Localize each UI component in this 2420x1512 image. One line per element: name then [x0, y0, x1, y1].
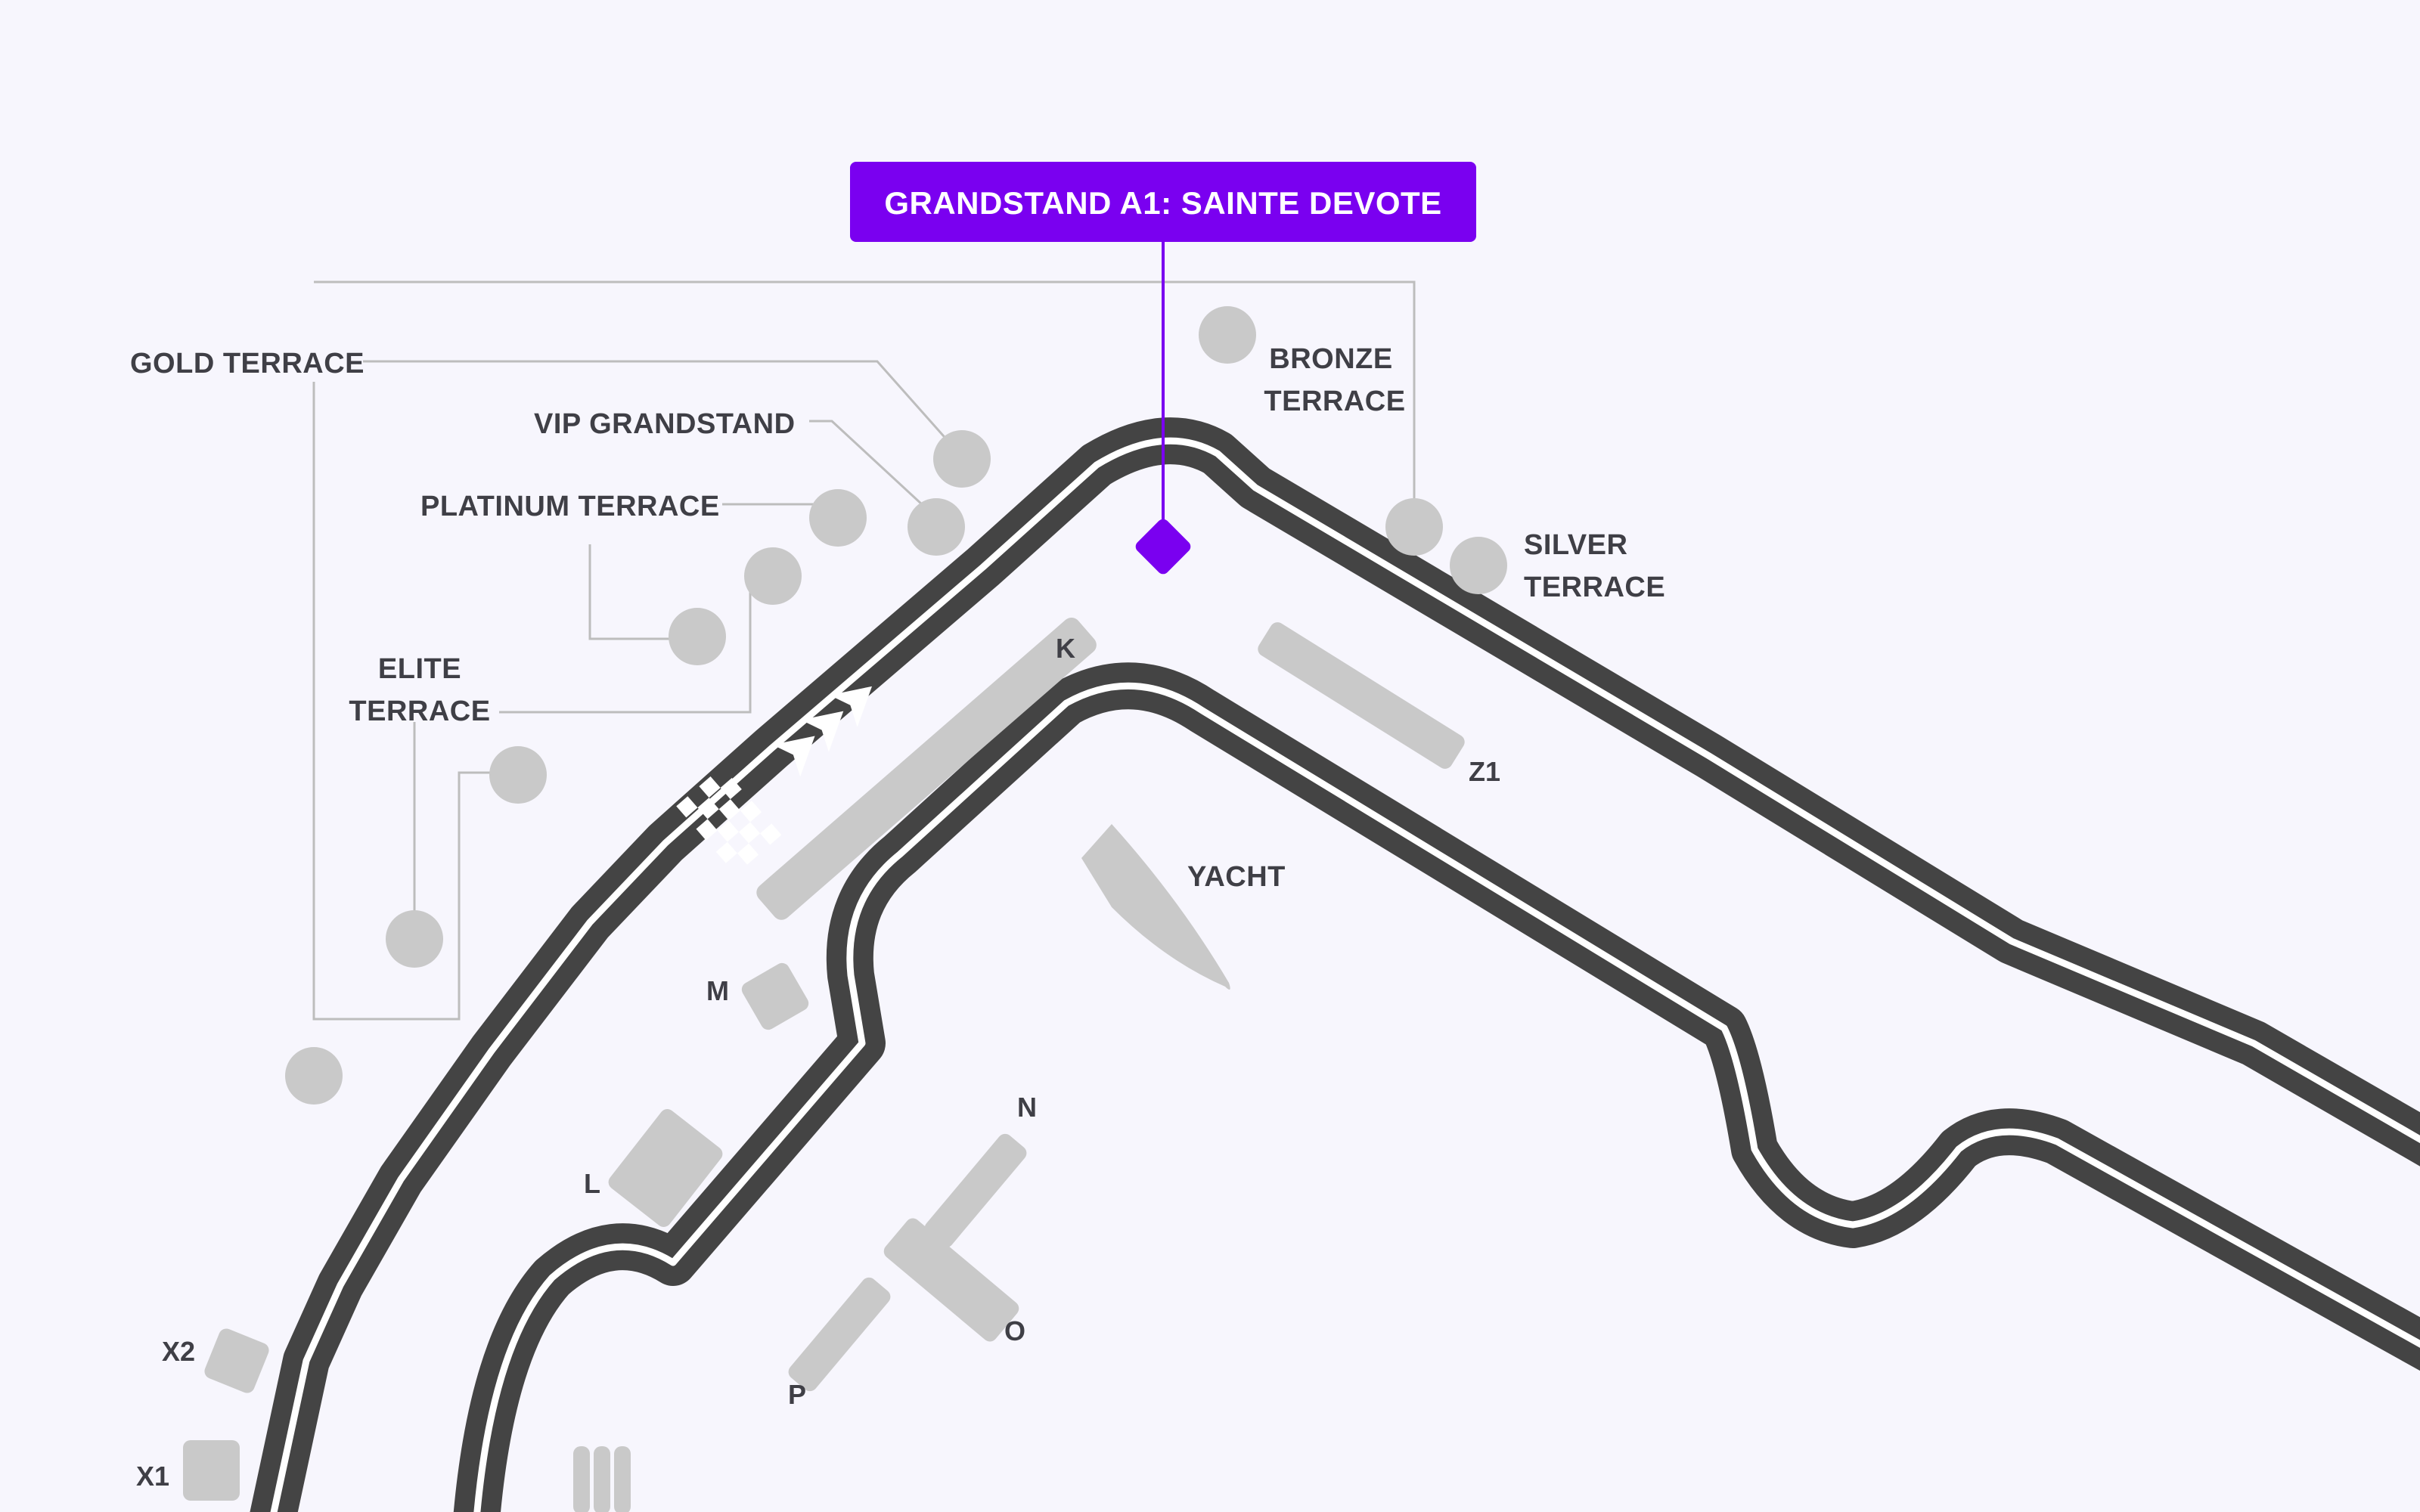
- selected-grandstand-marker[interactable]: [1133, 516, 1193, 576]
- platinum-terrace-marker-2[interactable]: [744, 547, 802, 605]
- seating-blocks: [183, 614, 1468, 1512]
- vip-grandstand-marker[interactable]: [908, 498, 965, 556]
- section-p-block[interactable]: [786, 1275, 894, 1395]
- race-track: [250, 417, 2420, 1512]
- section-k-block[interactable]: [752, 614, 1100, 924]
- section-l-label: L: [584, 1168, 600, 1199]
- gold-terrace-marker-2[interactable]: [285, 1047, 343, 1105]
- elite-terrace-marker-2[interactable]: [386, 910, 443, 968]
- section-n-label: N: [1017, 1092, 1037, 1123]
- section-z1-label: Z1: [1469, 756, 1500, 787]
- terrace-labels: GOLD TERRACE VIP GRANDSTAND PLATINUM TER…: [130, 343, 1665, 727]
- section-labels: K Z1 YACHT M L N O P X2 X1: [136, 633, 1500, 1492]
- section-p-label: P: [788, 1379, 806, 1410]
- stand-bar-1: [573, 1446, 590, 1512]
- platinum-terrace-marker-3[interactable]: [669, 608, 726, 665]
- section-k-label: K: [1056, 633, 1075, 664]
- terrace-markers: [285, 306, 1507, 1105]
- yacht-label: YACHT: [1187, 861, 1286, 893]
- bronze-terrace-marker-2[interactable]: [1385, 498, 1443, 556]
- selected-grandstand-callout[interactable]: GRANDSTAND A1: SAINTE DEVOTE: [850, 162, 1476, 242]
- track-segment-inner: [453, 662, 2420, 1512]
- start-finish-line: [676, 776, 782, 865]
- gold-terrace-label[interactable]: GOLD TERRACE: [130, 348, 365, 380]
- callout-box: [850, 162, 1476, 242]
- section-m-label: M: [706, 975, 729, 1006]
- bronze-terrace-label-line2[interactable]: TERRACE: [1264, 386, 1405, 417]
- section-x2-block[interactable]: [202, 1326, 271, 1395]
- platinum-terrace-marker[interactable]: [809, 489, 867, 547]
- stand-bar-2: [594, 1446, 610, 1512]
- callout-title: GRANDSTAND A1: SAINTE DEVOTE: [884, 185, 1441, 221]
- leader-lines: [312, 240, 1416, 1021]
- silver-terrace-marker[interactable]: [1450, 537, 1507, 594]
- section-x1-block[interactable]: [183, 1440, 240, 1501]
- elite-terrace-label-line2[interactable]: TERRACE: [349, 696, 490, 727]
- track-line-inner: [473, 682, 2420, 1512]
- gold-terrace-marker[interactable]: [933, 430, 991, 488]
- vip-grandstand-label[interactable]: VIP GRANDSTAND: [534, 408, 796, 440]
- stand-bar-3: [614, 1446, 631, 1512]
- bronze-terrace-label-line1[interactable]: BRONZE: [1269, 343, 1392, 375]
- elite-terrace-label-line1[interactable]: ELITE: [378, 653, 461, 685]
- section-o-block[interactable]: [881, 1215, 1022, 1344]
- elite-terrace-marker[interactable]: [489, 746, 547, 804]
- silver-terrace-label-line1[interactable]: SILVER: [1524, 529, 1627, 561]
- yacht-shape[interactable]: [1081, 824, 1230, 990]
- bronze-terrace-marker[interactable]: [1199, 306, 1256, 364]
- section-m-block[interactable]: [739, 960, 811, 1033]
- direction-arrows-icon: [772, 686, 873, 777]
- section-l-block[interactable]: [606, 1106, 726, 1230]
- section-o-label: O: [1004, 1315, 1025, 1346]
- section-x2-label: X2: [162, 1336, 195, 1367]
- section-n-block[interactable]: [922, 1131, 1030, 1251]
- section-z1-block[interactable]: [1255, 619, 1468, 771]
- platinum-terrace-label[interactable]: PLATINUM TERRACE: [420, 491, 720, 522]
- section-x1-label: X1: [136, 1461, 169, 1492]
- track-line-main: [270, 437, 2420, 1512]
- silver-terrace-label-line2[interactable]: TERRACE: [1524, 572, 1665, 603]
